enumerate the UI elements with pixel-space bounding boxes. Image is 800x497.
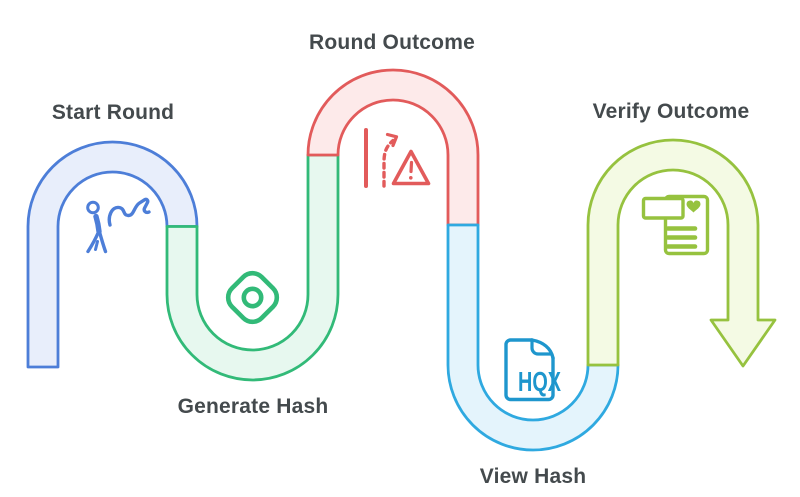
hash-diamond-icon [225, 270, 280, 325]
step-label-verify-outcome: Verify Outcome [592, 100, 750, 123]
step-label-round-outcome: Round Outcome [309, 31, 475, 54]
heart-icon [686, 200, 701, 213]
road-warning-icon [364, 128, 431, 188]
verify-outcome-path-with-arrow [586, 138, 777, 368]
step-label-generate-hash: Generate Hash [177, 395, 329, 418]
view-hash-path [446, 223, 620, 452]
hqx-file-icon: HQX [504, 338, 561, 402]
start-round-path [26, 140, 199, 369]
hqx-file-label: HQX [518, 366, 561, 397]
receipt-header-band [641, 196, 685, 220]
step-label-start-round: Start Round [51, 101, 175, 124]
generate-hash-path [165, 153, 340, 382]
walking-person-icon [86, 197, 151, 254]
round-outcome-path [306, 68, 480, 227]
step-label-view-hash: View Hash [479, 465, 587, 488]
receipt-heart-icon [641, 194, 710, 256]
